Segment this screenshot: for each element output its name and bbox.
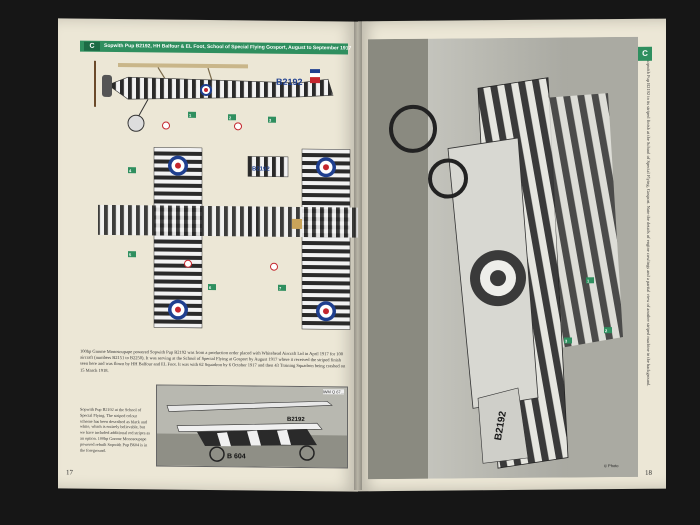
callout-label: 3 [269,118,272,123]
callout-markers: 1 2 3 4 5 6 7 [128,111,286,291]
callout-label: 7 [279,286,282,291]
tail-serial: B2192 [252,166,270,172]
photo-serial-back: B2192 [287,417,305,423]
callout-label: 1 [189,113,192,118]
callout-label: 2 [229,115,232,120]
right-page: B2192 1 2 3 © Photo Sopwith Pup B2192 in… [358,18,666,492]
photo-serial-front: B 604 [227,453,246,460]
underside-view [248,148,358,330]
right-page-callouts: 1 2 3 [564,277,612,344]
aircraft-description: 100hp Gnome Monosoupape powered Sopwith … [80,348,346,373]
page-number-right: 18 [645,468,652,477]
aircraft-profile-drawings: B2192 B2192 [94,60,358,330]
side-caption: Sopwith Pup B2192 in its striped finish … [646,59,654,459]
section-badge: C [84,41,100,51]
left-page: C Sopwith Pup B2192, HH Balfour & EL Foo… [58,18,358,492]
archive-photo: B 604 B2192 IWM Q 67... [156,384,348,469]
callout-label: 4 [129,168,132,173]
side-caption-text: Sopwith Pup B2192 in its striped finish … [646,58,651,387]
callout-label: 2 [605,328,608,333]
callout-label: 6 [209,285,212,290]
tail-detail: B2192 [247,156,289,178]
full-page-photo: B2192 1 2 3 © Photo [368,36,638,480]
page-number-left: 17 [66,468,73,477]
section-tab: C [638,46,652,61]
callout-label: 3 [565,339,568,344]
callout-label: 1 [587,278,590,283]
photo-caption: Sopwith Pup B2192 at the School of Speci… [80,406,151,453]
photo-reference: IWM Q 67... [322,389,344,395]
side-serial: B2192 [276,77,303,87]
photo-credit: © Photo [604,463,619,468]
top-plan-view [98,147,258,329]
photo-tail-serial: B2192 [493,410,509,441]
archive-photo-image: B 604 B2192 [157,385,347,468]
side-view-profile: B2192 [94,60,334,132]
callout-label: 5 [129,252,132,257]
booklet: C Sopwith Pup B2192, HH Balfour & EL Foo… [58,18,670,492]
book-spine [354,20,362,490]
